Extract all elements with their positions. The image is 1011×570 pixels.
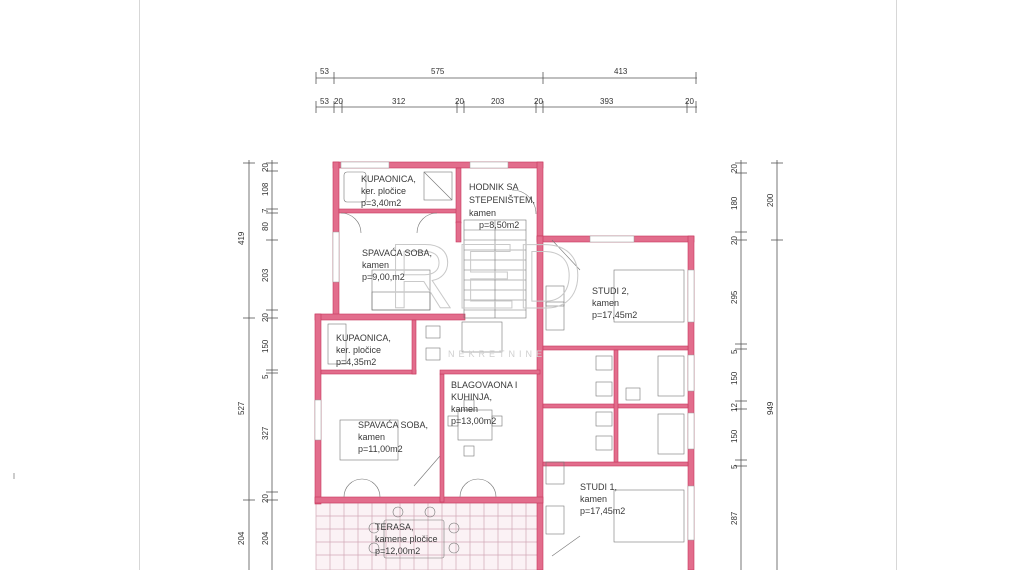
room-label-terasa: TERASA, kamene pločice p=12,00m2 [375, 522, 438, 556]
staircase [463, 219, 527, 319]
dim-top2-c: 312 [392, 97, 406, 106]
dim-top1-a: 53 [320, 67, 329, 76]
room-area: p=11,00m2 [358, 444, 403, 454]
dim-left-outer-a: 419 [237, 231, 246, 245]
room-area: p=8,50m2 [479, 220, 519, 230]
room-area: p=17,45m2 [592, 310, 637, 320]
room-label-studio1: STUDI 1, kamen p=17,45m2 [580, 482, 625, 516]
dim-top2-d: 20 [455, 97, 464, 106]
dim-left-inner-11: 204 [261, 531, 270, 545]
room-name: STUDI 2, [592, 286, 629, 296]
dim-left-inner-8: 5 [261, 374, 270, 379]
dim-left-outer-b: 527 [237, 401, 246, 415]
dim-left-inner-5: 203 [261, 268, 270, 282]
room-label-studio2: STUDI 2, kamen p=17,45m2 [592, 286, 637, 320]
dim-left-inner-1: 20 [261, 163, 270, 172]
room-name: TERASA, [375, 522, 414, 532]
dim-right-inner-9: 5 [730, 464, 739, 469]
dim-top2-b: 20 [334, 97, 343, 106]
room-area: p=9,00,m2 [362, 272, 405, 282]
dim-left-inner-3: 7 [261, 208, 270, 213]
dim-right-outer-b: 949 [766, 401, 775, 415]
dim-top2-g: 393 [600, 97, 614, 106]
dim-top2-e: 203 [491, 97, 505, 106]
dim-left-inner-7: 150 [261, 339, 270, 353]
room-floor: kamen [580, 494, 607, 504]
room-floor: kamen [362, 260, 389, 270]
watermark-logo: RED [388, 226, 582, 328]
room-label-blagovaona: BLAGOVAONA I KUHINJA, kamen p=13,00m2 [451, 380, 517, 426]
room-name: BLAGOVAONA I [451, 380, 517, 390]
dim-right-inner-2: 180 [730, 196, 739, 210]
dim-right-inner-8: 150 [730, 429, 739, 443]
dim-right-outer-a: 200 [766, 193, 775, 207]
room-label-hodnik: HODNIK SA STEPENIŠTEM, kamen p=8,50m2 [469, 182, 535, 230]
furniture [327, 171, 685, 559]
dim-left-inner-6: 20 [261, 313, 270, 322]
room-name-2: KUHINJA, [451, 392, 492, 402]
dim-right-inner-1: 20 [730, 164, 739, 173]
right-dimension-chain-outer [771, 160, 783, 570]
dim-right-inner-3: 20 [730, 236, 739, 245]
room-floor: kamen [358, 432, 385, 442]
right-dimension-chain-inner [735, 160, 747, 570]
dim-top1-b: 575 [431, 67, 445, 76]
room-floor: kamen [469, 208, 496, 218]
room-area: p=3,40m2 [361, 198, 401, 208]
sheet-border-right [896, 0, 897, 570]
room-name-2: STEPENIŠTEM, [469, 195, 535, 205]
dim-right-inner-4: 295 [730, 290, 739, 304]
left-dimension-chain-inner [266, 160, 278, 570]
room-floor: kamen [592, 298, 619, 308]
room-area: p=4,35m2 [336, 357, 376, 367]
dim-left-outer-c: 204 [237, 531, 246, 545]
room-label-kupaonica-top: KUPAONICA, ker. pločice p=3,40m2 [361, 174, 416, 208]
dim-top2-a: 53 [320, 97, 329, 106]
room-area: p=13,00m2 [451, 416, 496, 426]
room-label-spavaca-mid: SPAVAĆA SOBA, kamen p=11,00m2 [358, 420, 428, 454]
room-floor: kamen [451, 404, 478, 414]
room-area: p=17,45m2 [580, 506, 625, 516]
room-floor: kamene pločice [375, 534, 438, 544]
room-name: HODNIK SA [469, 182, 519, 192]
watermark-subtitle: NEKRETNINE [448, 349, 546, 359]
dim-right-inner-10: 287 [730, 511, 739, 525]
dim-top1-c: 413 [614, 67, 628, 76]
dim-top2-f: 20 [534, 97, 543, 106]
room-name: KUPAONICA, [361, 174, 416, 184]
sheet-border-left [139, 0, 140, 570]
dim-top2-h: 20 [685, 97, 694, 106]
top-dimension-chain-1 [315, 72, 697, 84]
dim-left-inner-4: 80 [261, 222, 270, 231]
room-area: p=12,00m2 [375, 546, 420, 556]
room-label-kupaonica-mid: KUPAONICA, ker. pločice p=4,35m2 [336, 333, 391, 367]
room-name: KUPAONICA, [336, 333, 391, 343]
dim-left-inner-2: 108 [261, 182, 270, 196]
room-label-spavaca-top: SPAVAĆA SOBA, kamen p=9,00,m2 [362, 248, 432, 282]
room-floor: ker. pločice [336, 345, 381, 355]
dim-left-inner-10: 20 [261, 494, 270, 503]
left-dimension-chain-outer [243, 160, 255, 570]
top-dimension-chain-2 [315, 101, 697, 113]
dim-right-inner-6: 150 [730, 371, 739, 385]
room-name: SPAVAĆA SOBA, [362, 248, 432, 258]
room-floor: ker. pločice [361, 186, 406, 196]
terrace-tiles [315, 502, 539, 570]
dim-right-inner-5: 5 [730, 349, 739, 354]
room-name: STUDI 1, [580, 482, 617, 492]
room-name: SPAVAĆA SOBA, [358, 420, 428, 430]
dim-right-inner-7: 12 [730, 403, 739, 412]
window-openings [314, 161, 695, 541]
dim-left-inner-9: 327 [261, 426, 270, 440]
